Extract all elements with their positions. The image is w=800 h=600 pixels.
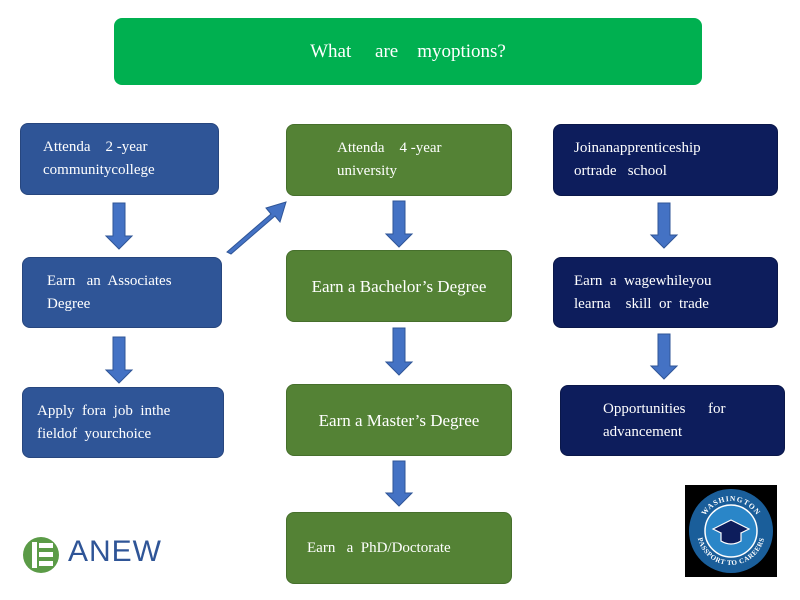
apprenticeship-box: Joinanapprenticeship ortrade school (553, 124, 778, 196)
arrow-down-1 (104, 202, 134, 250)
arrow-down-6 (649, 202, 679, 249)
arrow-down-3 (384, 200, 414, 248)
apply-job-box: Apply fora job inthe fieldof yourchoice (22, 387, 224, 458)
bachelors-degree-text: Earn a Bachelor’s Degree (311, 276, 487, 296)
passport-logo: WASHINGTON PASSPORT TO CAREERS (685, 485, 777, 577)
apply-job-text: Apply fora job inthe fieldof yourchoice (37, 402, 171, 442)
passport-seal-icon: WASHINGTON PASSPORT TO CAREERS (689, 489, 773, 573)
title-text: What are myoptions? (310, 40, 506, 62)
apprenticeship-text: Joinanapprenticeship ortrade school (574, 140, 701, 179)
university-text: Attenda 4 -year university (337, 140, 442, 179)
advancement-box: Opportunities for advancement (560, 385, 785, 456)
arrow-diagonal (226, 201, 287, 255)
arrow-down-2 (104, 336, 134, 384)
masters-degree-box: Earn a Master’s Degree (286, 384, 512, 456)
wage-text: Earn a wagewhileyou learna skill or trad… (574, 272, 712, 312)
bachelors-degree-box: Earn a Bachelor’s Degree (286, 250, 512, 322)
community-college-text: Attenda 2 -year communitycollege (43, 139, 155, 178)
advancement-text: Opportunities for advancement (603, 400, 726, 440)
university-box: Attenda 4 -year university (286, 124, 512, 196)
masters-degree-text: Earn a Master’s Degree (318, 410, 480, 430)
arrow-down-5 (384, 460, 414, 507)
community-college-box: Attenda 2 -year communitycollege (20, 123, 219, 195)
phd-box: Earn a PhD/Doctorate (286, 512, 512, 584)
phd-text: Earn a PhD/Doctorate (307, 539, 451, 556)
anew-logo-text: ANEW (68, 535, 162, 568)
arrow-down-7 (649, 333, 679, 380)
associates-degree-box: Earn an Associates Degree (22, 257, 222, 328)
anew-logo-icon (23, 537, 59, 573)
title-banner: What are myoptions? (114, 18, 702, 85)
associates-degree-text: Earn an Associates Degree (47, 272, 172, 312)
arrow-down-4 (384, 327, 414, 376)
wage-box: Earn a wagewhileyou learna skill or trad… (553, 257, 778, 328)
